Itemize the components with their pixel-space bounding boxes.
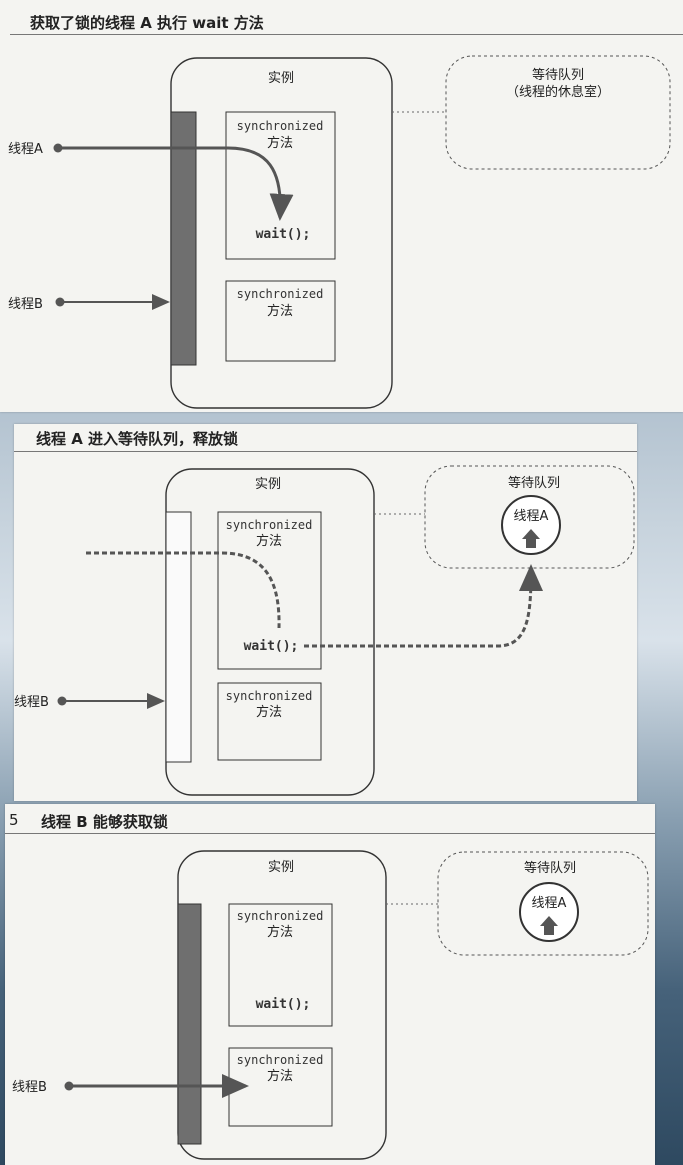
thread-b-label: 线程B (12, 1080, 47, 1095)
panel-1-diagram: 实例 synchronized 方法 wait(); synchronized … (8, 55, 671, 409)
waiting-thread-a-arrow-icon (540, 916, 558, 935)
wait-set-title: 等待队列 (508, 475, 560, 491)
instance-label: 实例 (255, 477, 281, 492)
panel-3-number: 5 (9, 811, 19, 829)
wait-set-box (445, 55, 671, 170)
method-1-keyword: synchronized (237, 909, 324, 923)
waiting-thread-a-arrow-icon (522, 529, 540, 548)
synchronized-method-1 (228, 903, 333, 1027)
method-1-keyword: synchronized (226, 518, 313, 532)
waiting-thread-a-label: 线程A (532, 896, 567, 911)
panel-3-title: 线程 B 能够获取锁 (41, 813, 168, 831)
synchronized-method-2 (217, 682, 322, 761)
panel-1-title-rule (10, 34, 683, 35)
thread-a-dashed-path (86, 551, 281, 629)
method-2-label: 方法 (256, 704, 282, 720)
method-1-keyword: synchronized (237, 119, 324, 133)
method-2-keyword: synchronized (237, 287, 324, 301)
panel-3-title-rule (5, 833, 655, 834)
panel-2-title-rule (14, 451, 637, 452)
diagram-panel-2: 线程 A 进入等待队列，释放锁 (14, 424, 637, 801)
instance-label: 实例 (268, 71, 294, 86)
synchronized-method-2 (225, 280, 336, 362)
wait-call: wait(); (244, 639, 299, 654)
panel-1-title: 获取了锁的线程 A 执行 wait 方法 (30, 14, 264, 32)
waiting-thread-a-circle (519, 882, 579, 942)
thread-a-to-waitset-path (304, 564, 543, 648)
wait-set-box (437, 851, 649, 956)
method-1-label: 方法 (256, 533, 282, 549)
thread-a-label: 线程A (8, 142, 43, 157)
thread-b-label: 线程B (14, 695, 49, 710)
wait-set-subtitle: （线程的休息室） (506, 84, 610, 100)
synchronized-method-1 (225, 111, 336, 260)
waiting-thread-a-circle (501, 495, 561, 555)
wait-call: wait(); (256, 997, 311, 1012)
thread-b-label: 线程B (8, 297, 43, 312)
synchronized-method-1 (217, 511, 322, 670)
wait-set-title: 等待队列 (532, 67, 584, 83)
method-1-label: 方法 (267, 135, 293, 151)
waiting-thread-a-label: 线程A (514, 509, 549, 524)
lock-bar (170, 111, 197, 366)
method-1-label: 方法 (267, 924, 293, 940)
thread-a-arrow (58, 146, 294, 221)
method-2-label: 方法 (267, 1068, 293, 1084)
wait-call: wait(); (256, 227, 311, 242)
diagram-panel-1: 获取了锁的线程 A 执行 wait 方法 实例 synchronized 方法 … (0, 0, 683, 412)
panel-2-title: 线程 A 进入等待队列，释放锁 (36, 430, 239, 448)
method-2-label: 方法 (267, 303, 293, 319)
method-2-keyword: synchronized (226, 689, 313, 703)
diagram-panel-3: 5 线程 B 能够获取锁 (5, 804, 655, 1165)
lock-bar (177, 903, 202, 1145)
instance-label: 实例 (268, 860, 294, 875)
method-2-keyword: synchronized (237, 1053, 324, 1067)
wait-set-title: 等待队列 (524, 860, 576, 876)
